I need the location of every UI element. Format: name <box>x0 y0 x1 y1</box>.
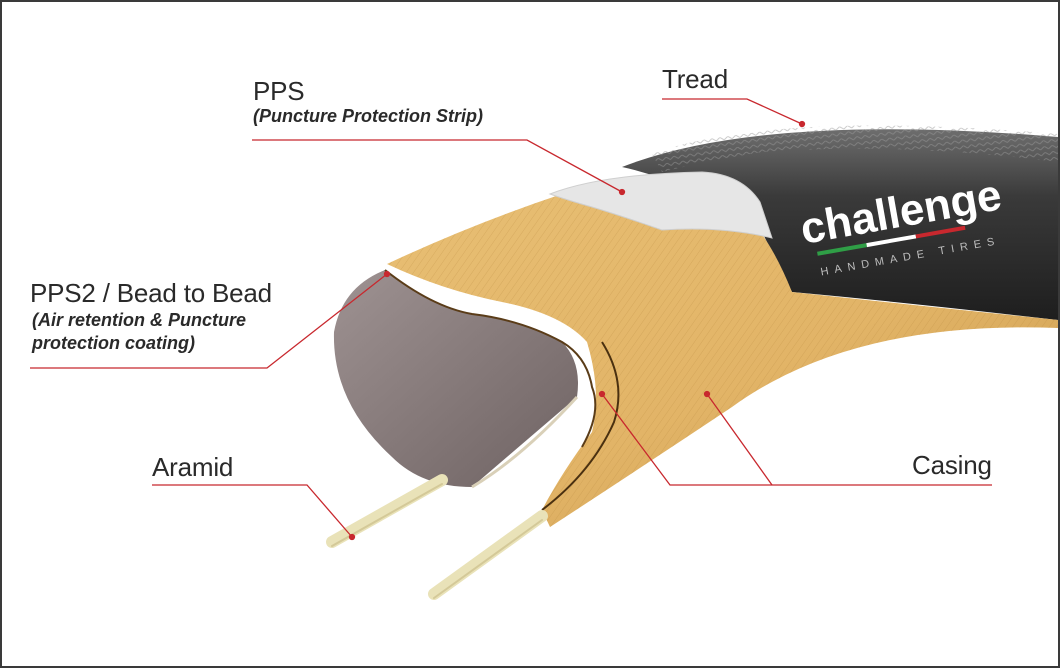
label-tread: Tread <box>662 64 728 94</box>
leader-pps <box>252 139 623 193</box>
leader-casing <box>601 393 992 486</box>
label-casing: Casing <box>912 450 992 480</box>
label-pps: PPS <box>253 76 305 106</box>
label-pps2: PPS2 / Bead to Bead <box>30 278 272 308</box>
label-pps-subtitle: (Puncture Protection Strip) <box>253 106 484 126</box>
label-pps2-subtitle-line1: (Air retention & Puncture <box>32 310 247 330</box>
label-aramid: Aramid <box>152 452 234 482</box>
leader-pps2 <box>30 273 388 369</box>
leader-tread <box>662 98 803 125</box>
aramid-bead-left <box>326 474 448 548</box>
leader-lines <box>30 98 992 541</box>
aramid-bead-right <box>428 510 548 600</box>
tread-layer <box>622 129 1058 320</box>
leader-aramid <box>152 484 353 538</box>
pps-strip <box>548 171 773 239</box>
label-pps2-subtitle-line2: protection coating) <box>32 333 195 353</box>
tread-pattern <box>652 125 1058 172</box>
